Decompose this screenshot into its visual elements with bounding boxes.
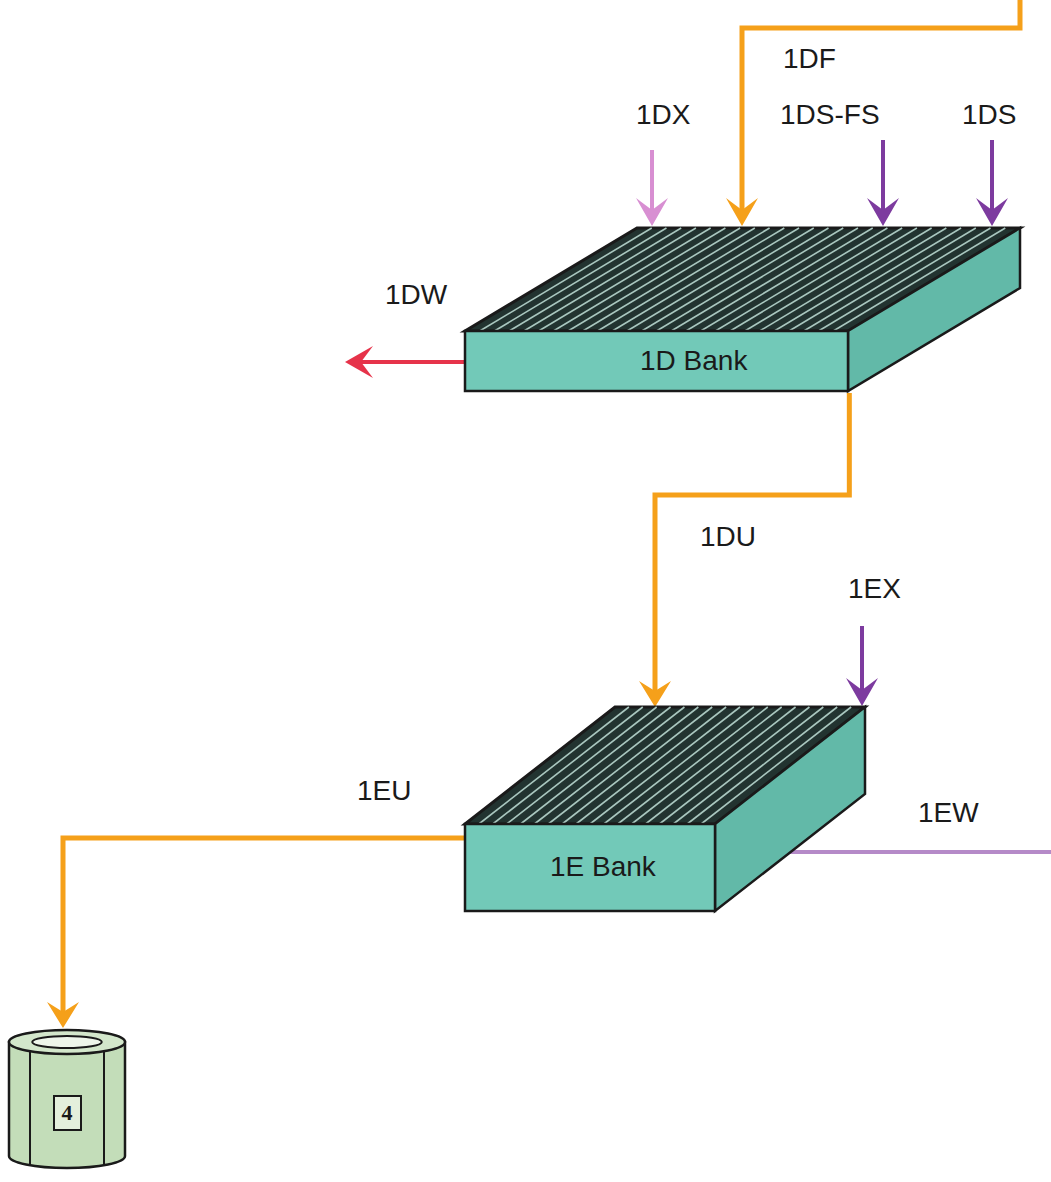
feed-line	[742, 0, 1020, 212]
grating-line	[590, 707, 740, 824]
stream-label: 1DU	[700, 522, 756, 553]
grating-line	[576, 707, 726, 824]
stream-line	[860, 626, 864, 692]
arrow-head	[345, 346, 373, 378]
arrow-head	[976, 198, 1008, 226]
bank-shape	[465, 707, 867, 913]
stream-line	[650, 150, 654, 212]
arrow-head	[867, 198, 899, 226]
tank-rib	[29, 1052, 31, 1165]
grating-line	[562, 707, 712, 824]
red-outlet-arrow	[345, 346, 465, 378]
wash-line	[760, 850, 1051, 854]
stream-label: 1DX	[636, 100, 690, 131]
flow-connector	[63, 838, 465, 1016]
arrow-head	[726, 198, 758, 226]
arrow-head	[636, 198, 668, 226]
tank-number: 4	[53, 1095, 82, 1130]
tank-symbol: 4	[6, 1028, 128, 1170]
bank-name: 1E Bank	[550, 851, 656, 883]
pink-arrow	[636, 150, 668, 226]
stream-label: 1DW	[385, 280, 447, 311]
stream-line	[990, 140, 994, 212]
tank-body	[9, 1042, 125, 1168]
grating-line	[493, 707, 643, 824]
grating-line	[479, 707, 629, 824]
stream-label: 1DS-FS	[780, 100, 880, 131]
stream-line	[881, 140, 885, 212]
bank-front	[465, 824, 715, 911]
text-area: 1D Bank	[465, 331, 848, 391]
text-area: 4	[6, 1068, 128, 1158]
stream-label: 1DF	[783, 44, 836, 75]
arrow-head	[846, 678, 878, 706]
purple-arrow	[976, 140, 1008, 226]
orange-feed-arrow	[726, 0, 1020, 226]
grating-line	[604, 707, 754, 824]
grating-line	[534, 707, 684, 824]
stream-label: 1EW	[918, 798, 979, 829]
text-area: 1E Bank	[465, 824, 715, 911]
grating-line	[507, 707, 657, 824]
filter-bank: 1D Bank	[465, 228, 1022, 393]
tank-top	[9, 1030, 125, 1054]
grating-line	[521, 707, 671, 824]
bank-front	[465, 331, 848, 391]
purple-arrow	[846, 626, 878, 706]
bank-name: 1D Bank	[640, 345, 747, 377]
tank-rib	[103, 1052, 105, 1165]
purple-arrow	[867, 140, 899, 226]
bank-side	[848, 228, 1020, 391]
stream-label: 1EU	[357, 776, 411, 807]
bank-side	[715, 707, 865, 911]
stream-label: 1DS	[962, 100, 1016, 131]
stream-line	[360, 360, 465, 364]
filter-bank: 1E Bank	[465, 707, 867, 913]
tank-opening	[32, 1036, 102, 1048]
stream-label: 1EX	[848, 574, 901, 605]
flow-connector	[655, 393, 849, 695]
grating-line	[548, 707, 698, 824]
